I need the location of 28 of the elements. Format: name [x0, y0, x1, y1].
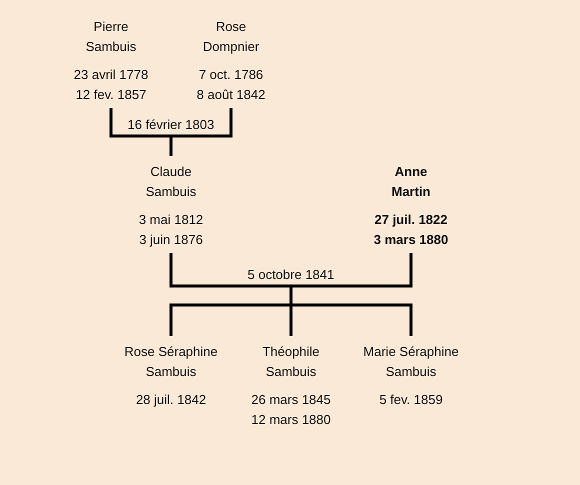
death-date: 12 mars 1880: [251, 411, 331, 429]
connector-line: [170, 253, 291, 288]
birth-date: 27 juil. 1822: [374, 211, 448, 229]
person-name: Théophile Sambuis: [262, 343, 320, 381]
person-name: Anne Martin: [391, 163, 431, 201]
person-name: Claude Sambuis: [145, 163, 197, 201]
connector-line: [291, 253, 412, 288]
connector-line: [170, 134, 172, 156]
person-name: Rose Séraphine Sambuis: [124, 343, 218, 381]
birth-date: 3 mai 1812: [138, 211, 204, 229]
birth-date: 7 oct. 1786: [198, 66, 264, 84]
death-date: 3 juin 1876: [139, 231, 203, 249]
death-date: 8 août 1842: [196, 86, 266, 104]
connector-line: [290, 304, 292, 336]
person-name: Marie Séraphine Sambuis: [362, 343, 460, 381]
person-name: Pierre Sambuis: [85, 18, 137, 56]
person-name: Rose Dompnier: [202, 18, 260, 56]
connector-line: [171, 108, 232, 138]
birth-date: 23 avril 1778: [74, 66, 148, 84]
birth-date: 5 fev. 1859: [379, 391, 443, 409]
death-date: 3 mars 1880: [374, 231, 448, 249]
connector-line: [110, 108, 171, 138]
birth-date: 26 mars 1845: [251, 391, 331, 409]
birth-date: 28 juil. 1842: [136, 391, 206, 409]
connector-line: [291, 304, 412, 336]
connector-line: [290, 286, 292, 305]
connector-line: [170, 304, 291, 336]
death-date: 12 fev. 1857: [76, 86, 146, 104]
